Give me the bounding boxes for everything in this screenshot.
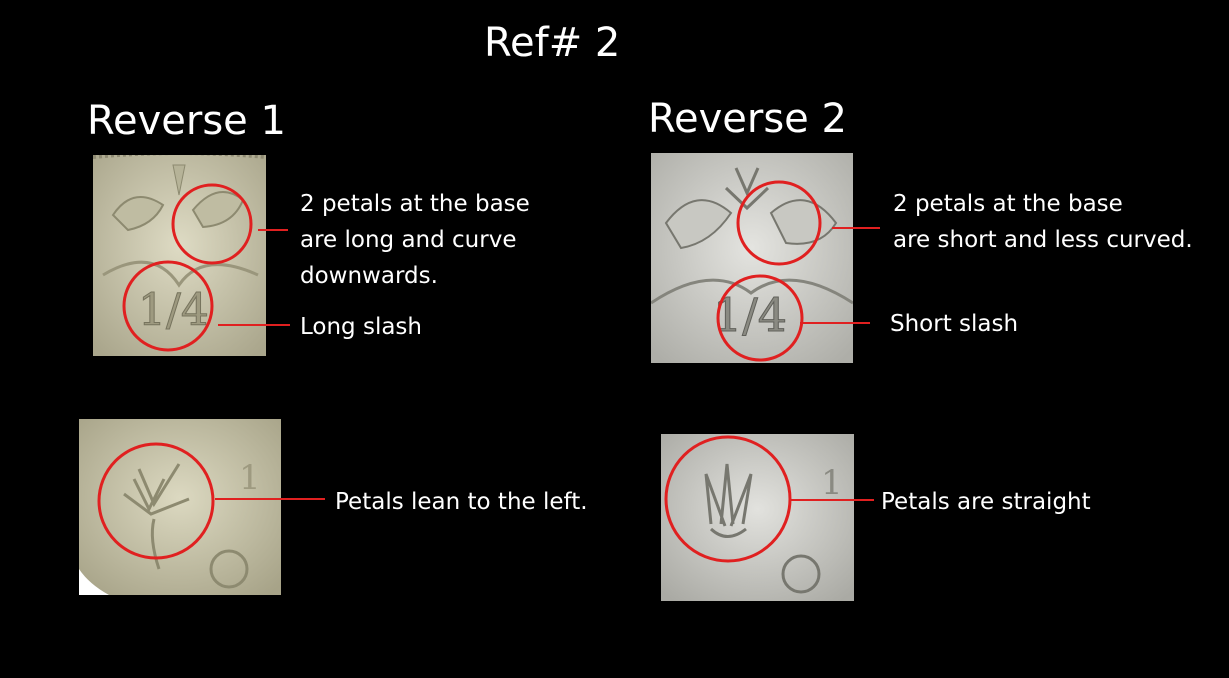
reverse-2-petal-note: 2 petals at the base are short and less …: [893, 191, 1193, 253]
svg-text:1: 1: [239, 458, 261, 498]
fraction-label: 1/4: [713, 288, 787, 342]
fraction-label: 1/4: [138, 285, 209, 336]
petal-lean-highlight-circle: [97, 442, 215, 560]
reverse-1-bottom-coin-photo: 1: [79, 419, 281, 595]
reverse-2-lean-note: Petals are straight: [881, 489, 1091, 515]
slash-highlight-circle: [122, 260, 214, 352]
reverse-1-top-coin-photo: 1/4: [93, 155, 266, 356]
page-title: Ref# 2: [484, 20, 621, 66]
reverse-2-slash-note: Short slash: [890, 311, 1019, 337]
reverse-2-bottom-coin-photo: 1: [661, 434, 854, 601]
reverse-2-slash-leader: [800, 322, 870, 324]
reverse-2-lean-leader: [790, 499, 874, 501]
reverse-1-lean-note: Petals lean to the left.: [335, 489, 588, 515]
reverse-1-slash-leader: [218, 324, 290, 326]
petal-highlight-circle: [171, 183, 253, 265]
reverse-1-petal-note: 2 petals at the base are long and curve …: [300, 191, 530, 289]
reverse-1-slash-note: Long slash: [300, 314, 422, 340]
reverse-1-heading: Reverse 1: [87, 98, 286, 144]
reverse-1-petal-leader: [258, 229, 288, 231]
reverse-1-lean-leader: [215, 498, 325, 500]
svg-text:1: 1: [821, 463, 843, 503]
slash-highlight-circle: [716, 274, 804, 362]
reverse-2-petal-leader: [832, 227, 880, 229]
reverse-2-heading: Reverse 2: [648, 96, 847, 142]
petal-highlight-circle: [736, 180, 822, 266]
reverse-2-top-coin-photo: 1/4: [651, 153, 853, 363]
